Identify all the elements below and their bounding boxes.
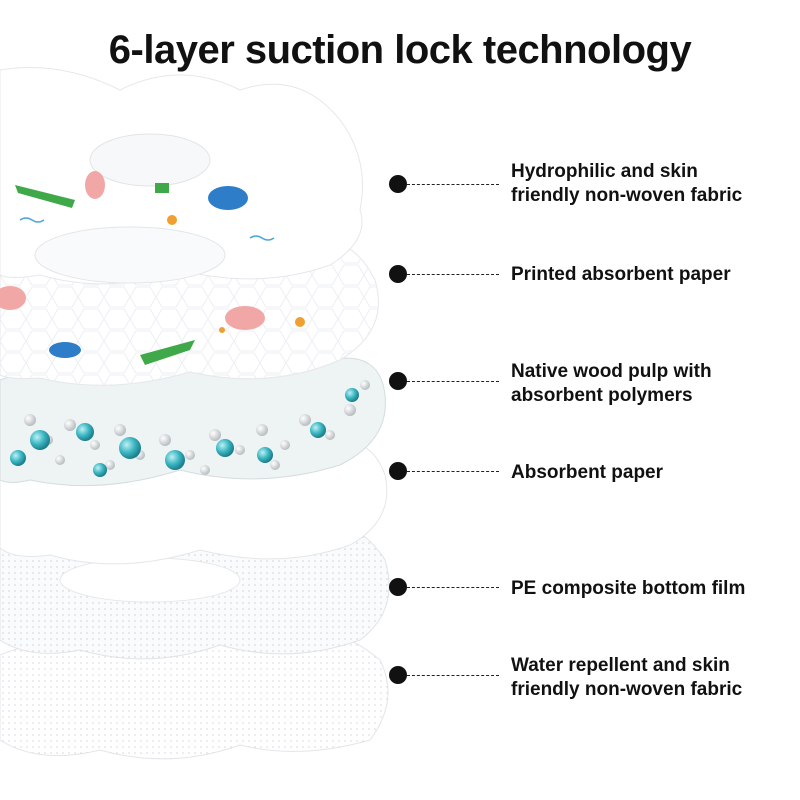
leader-line: [407, 587, 499, 588]
callout-layer-6: Water repellent and skin friendly non-wo…: [385, 654, 785, 714]
label-line-1: Printed absorbent paper: [511, 264, 731, 285]
label-line-1: Water repellent and skin: [511, 655, 730, 676]
layer-label: Water repellent and skin friendly non-wo…: [511, 654, 791, 702]
callout-layer-1: Hydrophilic and skin friendly non-woven …: [385, 160, 785, 220]
leader-line: [407, 184, 499, 185]
layer-water-repellent-fabric: [0, 626, 389, 760]
layer-label: Hydrophilic and skin friendly non-woven …: [511, 160, 791, 208]
leader-line: [407, 471, 499, 472]
bullet-dot: [389, 372, 407, 390]
bullet-dot: [389, 462, 407, 480]
leader-line: [407, 381, 499, 382]
label-line-2: friendly non-woven fabric: [511, 679, 743, 700]
leader-line: [407, 675, 499, 676]
layer-wood-pulp-polymers: [0, 352, 386, 487]
page-title: 6-layer suction lock technology: [108, 28, 692, 72]
bullet-dot: [389, 666, 407, 684]
leader-line: [407, 274, 499, 275]
bullet-dot: [389, 578, 407, 596]
layer-label: Printed absorbent paper: [511, 263, 791, 287]
layer-label: Absorbent paper: [511, 461, 791, 485]
layer-label: PE composite bottom film: [511, 577, 791, 601]
layer-stack-illustration: [0, 67, 390, 760]
label-line-1: Hydrophilic and skin: [511, 161, 698, 182]
label-line-1: Native wood pulp with: [511, 361, 712, 382]
label-line-1: Absorbent paper: [511, 462, 664, 483]
layer-hydrophilic-fabric: [0, 67, 363, 285]
layer-label: Native wood pulp with absorbent polymers: [511, 360, 791, 408]
bullet-dot: [389, 265, 407, 283]
bullet-dot: [389, 175, 407, 193]
callout-layer-4: Absorbent paper: [385, 462, 785, 522]
label-line-2: friendly non-woven fabric: [511, 185, 743, 206]
label-line-2: absorbent polymers: [511, 385, 693, 406]
callout-layer-5: PE composite bottom film: [385, 578, 785, 638]
label-line-1: PE composite bottom film: [511, 578, 746, 599]
callout-layer-3: Native wood pulp with absorbent polymers: [385, 360, 785, 420]
callout-layer-2: Printed absorbent paper: [385, 264, 785, 325]
